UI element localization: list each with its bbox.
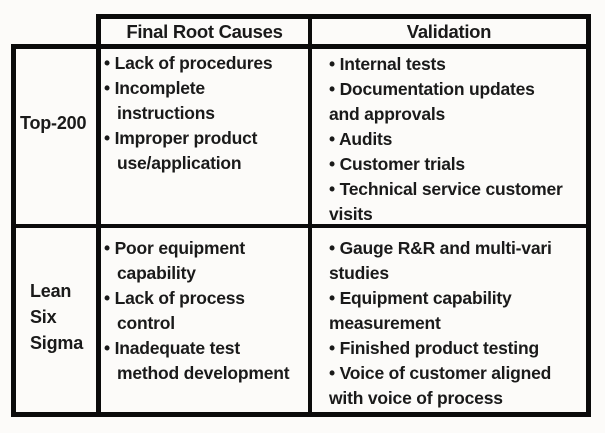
wrapped-line: use/application (117, 153, 242, 173)
wrapped-line: method development (117, 363, 290, 383)
wrapped-line: studies (329, 263, 389, 283)
bullet-line: • Incomplete (104, 78, 205, 98)
bullet-line: • Inadequate test (104, 338, 240, 358)
grid-line-right (586, 14, 591, 417)
bullet-line: • Technical service customer (329, 179, 563, 199)
bullet-line: • Voice of customer aligned (329, 363, 552, 383)
grid-line-header-bottom (11, 44, 591, 49)
bullet-line: • Internal tests (329, 54, 446, 74)
grid-line-col2-col3 (308, 14, 312, 417)
header-validation-label: Validation (406, 20, 492, 42)
bullet-line: • Lack of process (104, 288, 245, 308)
bullet-line: • Improper product (104, 128, 258, 148)
wrapped-line: measurement (329, 313, 441, 333)
grid-line-row-separator (11, 224, 591, 228)
grid-line-col1-col2 (96, 14, 101, 417)
wrapped-line: capability (117, 263, 196, 283)
cell-top-200-root-causes: • Lack of procedures • Incomplete instruct… (104, 51, 305, 176)
cell-lean-six-sigma-validation: • Gauge R&R and multi-vari studies • Equip… (329, 236, 583, 411)
cell-top-200-validation: • Internal tests • Documentation updates a… (329, 52, 583, 227)
label-line: Lean (30, 281, 72, 301)
bullet-line: • Gauge R&R and multi-vari (329, 238, 552, 258)
label-line: Sigma (30, 333, 84, 353)
row-label-top-200: Top-200 (20, 110, 86, 136)
bullet-line: • Lack of procedures (104, 53, 273, 73)
cell-lean-six-sigma-root-causes: • Poor equipment capability • Lack of proc… (104, 236, 305, 386)
grid-line-bottom (11, 412, 591, 417)
grid-line-header-top (96, 14, 591, 19)
bullet-line: • Finished product testing (329, 338, 539, 358)
bullet-line: • Audits (329, 129, 393, 149)
bullet-line: • Documentation updates (329, 79, 535, 99)
header-final-root-causes: Final Root Causes (101, 19, 308, 44)
bullet-line: • Customer trials (329, 154, 465, 174)
wrapped-line: control (117, 313, 175, 333)
label-line: Top-200 (20, 113, 87, 133)
wrapped-line: visits (329, 204, 373, 224)
wrapped-line: instructions (117, 103, 215, 123)
bullet-line: • Poor equipment (104, 238, 245, 258)
wrapped-line: and approvals (329, 104, 446, 124)
header-final-root-causes-label: Final Root Causes (126, 20, 283, 42)
bullet-line: • Equipment capability (329, 288, 512, 308)
header-validation: Validation (312, 19, 586, 44)
wrapped-line: with voice of process (329, 388, 503, 408)
label-line: Six (30, 307, 57, 327)
grid-line-left (11, 44, 16, 417)
